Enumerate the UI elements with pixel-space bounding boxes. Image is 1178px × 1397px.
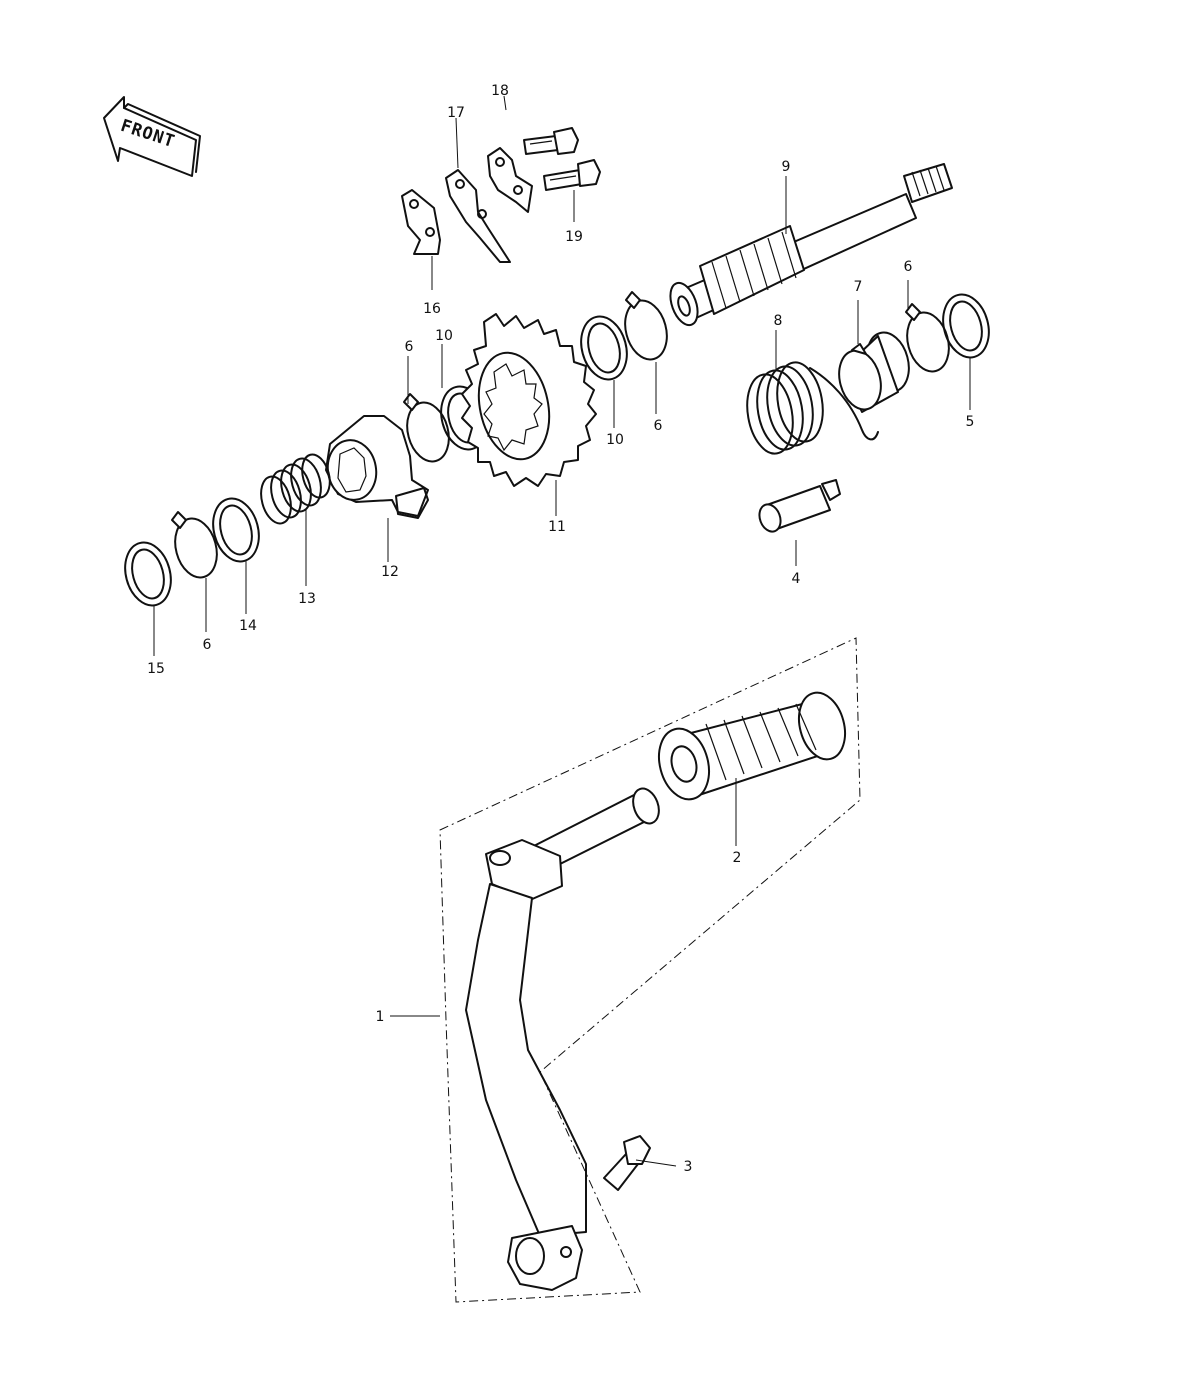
callout-part-10: 10 [606, 432, 624, 448]
plate-part-16 [401, 189, 441, 255]
bolt-part-3 [603, 1135, 651, 1191]
callout-part-18: 18 [491, 83, 509, 99]
front-arrow: FRONT [103, 96, 201, 177]
callout-part-13: 13 [298, 591, 316, 607]
plate-part-17 [445, 169, 511, 263]
spring-part-13 [260, 453, 331, 525]
circlip-part-6-left-end [171, 511, 218, 579]
return-spring-part-8 [746, 361, 879, 455]
callout-part-6: 6 [203, 637, 212, 653]
assembly-dash-line-outer [439, 637, 861, 1303]
ratchet-part-12 [325, 415, 429, 519]
callout-part-8: 8 [774, 313, 783, 329]
washer-part-10-right [580, 315, 628, 381]
callout-part-6: 6 [904, 259, 913, 275]
circlip-part-6-right-of-gear [624, 291, 668, 361]
callout-part-14: 14 [239, 618, 257, 634]
callout-part-12: 12 [381, 564, 399, 580]
callout-part-2: 2 [733, 850, 742, 866]
part-callouts: 1 2 3 4 5 6 6 6 6 7 8 9 10 10 11 12 13 1… [147, 83, 974, 1175]
pin-part-4 [758, 479, 841, 533]
callout-part-7: 7 [854, 279, 863, 295]
callout-part-3: 3 [684, 1159, 693, 1175]
kick-gear-part-11 [461, 313, 597, 487]
callout-part-6: 6 [405, 339, 414, 355]
callout-part-9: 9 [782, 159, 791, 175]
callout-part-4: 4 [792, 571, 801, 587]
callout-part-11: 11 [548, 519, 566, 535]
bolt-part-19-upper [523, 127, 579, 155]
pedal-rubber-part-2 [658, 691, 847, 801]
callout-part-6: 6 [654, 418, 663, 434]
washer-part-5 [942, 293, 990, 359]
callout-part-1: 1 [376, 1009, 385, 1025]
callout-part-16: 16 [423, 301, 441, 317]
callout-part-10: 10 [435, 328, 453, 344]
bolt-part-19-lower [543, 159, 601, 191]
leader-lines [153, 95, 971, 1167]
kick-arm-part-1 [465, 787, 660, 1291]
plate-part-18 [487, 147, 533, 213]
callout-part-15: 15 [147, 661, 165, 677]
washer-part-15 [124, 541, 172, 607]
kickstarter-shaft-part-9 [669, 163, 953, 327]
spring-guide-part-7 [838, 331, 910, 413]
callout-part-17: 17 [447, 105, 465, 121]
callout-part-19: 19 [565, 229, 583, 245]
washer-part-14 [212, 497, 260, 563]
callout-part-5: 5 [966, 414, 975, 430]
